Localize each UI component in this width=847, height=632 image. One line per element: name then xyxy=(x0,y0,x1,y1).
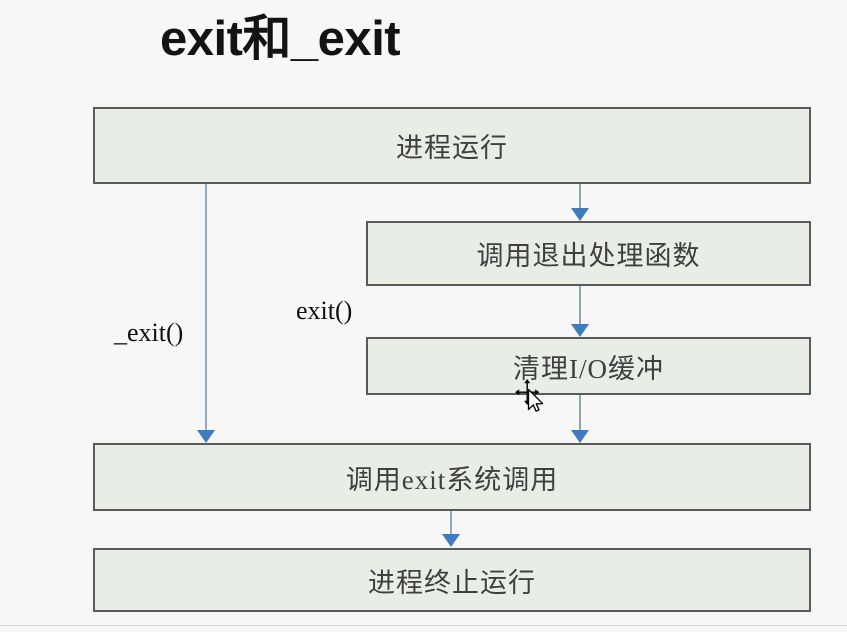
bottom-divider xyxy=(0,625,847,626)
connector-line-exit-syscall-to-process-terminate xyxy=(450,511,452,536)
page-title: exit和_exit xyxy=(160,12,401,66)
arrowhead-icon-exit-handlers-to-flush-io xyxy=(571,324,589,337)
flow-box-process-terminate[interactable]: 进程终止运行 xyxy=(93,548,811,612)
connector-line-flush-io-to-exit-syscall xyxy=(579,395,581,431)
arrowhead-icon-flush-io-to-exit-syscall xyxy=(571,430,589,443)
connector-line-exit-handlers-to-flush-io xyxy=(579,286,581,326)
edge-label-underscore-exit: _exit() xyxy=(114,318,184,347)
arrowhead-icon-process-running-to-exit-handlers xyxy=(571,208,589,221)
flow-box-label-flush-io: 清理I/O缓冲 xyxy=(513,353,664,384)
flow-box-label-exit-syscall: 调用exit系统调用 xyxy=(345,464,559,495)
connector-line-process-running-to-exit-handlers xyxy=(579,184,581,210)
connector-line-process-running-to-exit-syscall xyxy=(205,184,207,431)
flow-box-label-exit-handlers: 调用退出处理函数 xyxy=(476,241,701,271)
flow-box-process-running[interactable]: 进程运行 xyxy=(93,107,811,184)
flow-box-exit-handlers[interactable]: 调用退出处理函数 xyxy=(366,221,811,286)
flow-box-flush-io[interactable]: 清理I/O缓冲 xyxy=(366,337,811,395)
edge-label-exit: exit() xyxy=(296,296,353,325)
flow-box-label-process-terminate: 进程终止运行 xyxy=(368,567,536,598)
arrowhead-icon-exit-syscall-to-process-terminate xyxy=(442,534,460,547)
flow-box-exit-syscall[interactable]: 调用exit系统调用 xyxy=(93,443,811,511)
flow-box-label-process-running: 进程运行 xyxy=(396,133,508,163)
arrowhead-icon-process-running-to-exit-syscall xyxy=(197,430,215,443)
